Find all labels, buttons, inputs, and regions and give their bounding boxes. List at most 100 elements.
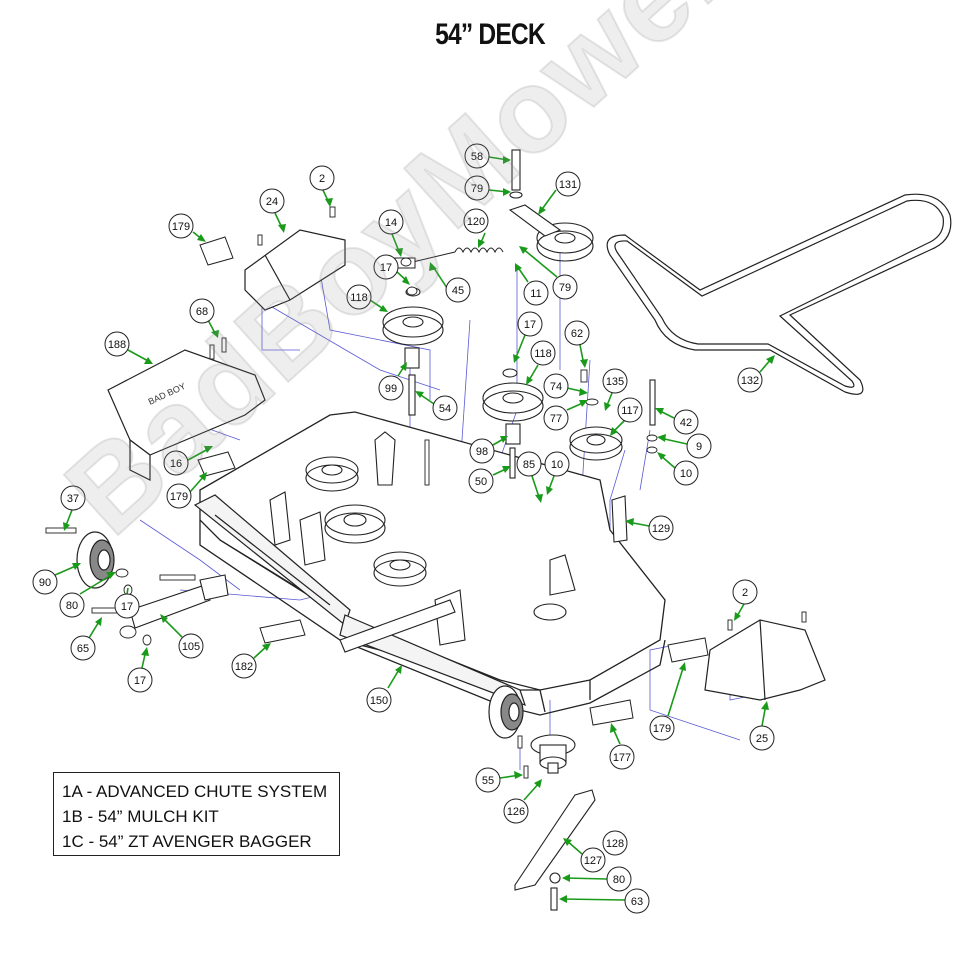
svg-text:128: 128 [606,838,624,850]
svg-text:179: 179 [170,491,188,503]
svg-text:85: 85 [523,459,535,471]
svg-text:37: 37 [67,493,79,505]
callout-62: 62 [564,320,590,368]
callout-177: 177 [609,723,635,770]
drive-belt [606,193,952,395]
callout-74: 74 [543,373,588,399]
callout-37: 37 [60,485,86,531]
callout-77: 77 [543,400,588,431]
hardware [45,206,807,779]
callout-179c: 179 [649,662,686,741]
callout-17c: 17 [114,587,140,619]
svg-text:24: 24 [266,196,278,208]
deck-mounts [269,431,628,646]
pulley-117 [569,379,656,461]
callout-58: 58 [464,143,511,169]
callout-54: 54 [415,391,458,421]
callout-99: 99 [378,362,407,401]
callout-135: 135 [602,368,628,411]
svg-text:120: 120 [467,216,485,228]
callout-126: 126 [503,779,542,824]
deck-cover-right [704,619,826,701]
svg-text:62: 62 [571,328,583,340]
svg-text:14: 14 [385,217,397,229]
svg-text:126: 126 [507,806,525,818]
callout-14: 14 [378,209,404,257]
svg-text:135: 135 [606,376,624,388]
callout-188: 188 [104,331,153,364]
callout-17b: 17 [513,311,543,363]
callout-131: 131 [538,171,581,215]
callout-10a: 10 [657,452,699,486]
svg-text:118: 118 [350,292,368,304]
svg-text:58: 58 [471,151,483,163]
svg-text:11: 11 [530,288,541,300]
svg-text:50: 50 [475,476,487,488]
callout-63: 63 [559,888,650,914]
callout-10b: 10 [544,451,570,495]
svg-text:131: 131 [559,179,577,191]
decals [197,236,709,726]
deck-pulleys [305,456,427,587]
deck-cover-left [244,229,346,311]
callout-118b: 118 [526,340,556,385]
callout-11: 11 [515,263,549,306]
kit-item-1b: 1B - 54” MULCH KIT [62,807,219,826]
mower-blade [514,789,596,911]
callout-45: 45 [429,262,471,303]
svg-text:179: 179 [653,723,671,735]
svg-text:179: 179 [172,221,190,233]
callout-79a: 79 [464,175,511,201]
svg-text:63: 63 [631,896,643,908]
callout-17d: 17 [127,647,153,693]
svg-text:127: 127 [584,855,602,867]
callout-179b: 179 [166,472,207,509]
page-title: 54” DECK [435,18,545,51]
callout-129: 129 [625,515,674,541]
callout-179a: 179 [168,213,206,242]
callout-128: 128 [602,830,628,856]
callout-98: 98 [469,436,508,464]
callout-24: 24 [259,188,286,233]
callout-2: 2 [309,165,335,207]
svg-text:45: 45 [452,285,464,297]
svg-text:80: 80 [66,600,78,612]
spindle-assembly [530,734,576,774]
svg-text:177: 177 [613,752,631,764]
svg-text:98: 98 [476,446,488,458]
svg-text:68: 68 [196,306,208,318]
callout-42: 42 [655,408,699,435]
callout-80a: 80 [59,572,116,618]
svg-text:77: 77 [550,413,562,425]
callout-79b: 79 [519,246,578,300]
svg-text:188: 188 [108,339,126,351]
svg-text:150: 150 [370,695,388,707]
deck-arms [129,574,456,653]
svg-text:79: 79 [471,183,483,195]
svg-text:10: 10 [680,468,692,480]
callout-25: 25 [749,701,775,751]
svg-text:55: 55 [482,775,494,787]
gauge-wheels [76,531,524,739]
svg-text:42: 42 [680,417,692,429]
svg-text:90: 90 [39,577,51,589]
svg-text:129: 129 [652,523,670,535]
callout-117: 117 [610,397,643,436]
svg-text:16: 16 [170,458,182,470]
kit-list: 1A - ADVANCED CHUTE SYSTEM 1B - 54” MULC… [53,772,340,856]
kit-item-1a: 1A - ADVANCED CHUTE SYSTEM [62,782,328,801]
svg-text:2: 2 [742,587,748,599]
callout-90: 90 [32,563,81,595]
callout-17a: 17 [373,254,410,285]
svg-text:17: 17 [121,601,133,613]
callout-132: 132 [737,355,775,393]
svg-text:9: 9 [696,441,702,453]
svg-text:99: 99 [385,383,397,395]
svg-text:117: 117 [621,405,639,417]
pulley-118-lower [482,368,544,479]
svg-text:79: 79 [559,282,571,294]
svg-text:17: 17 [134,675,146,687]
callout-127: 127 [563,838,606,873]
idler-assembly [508,149,594,262]
